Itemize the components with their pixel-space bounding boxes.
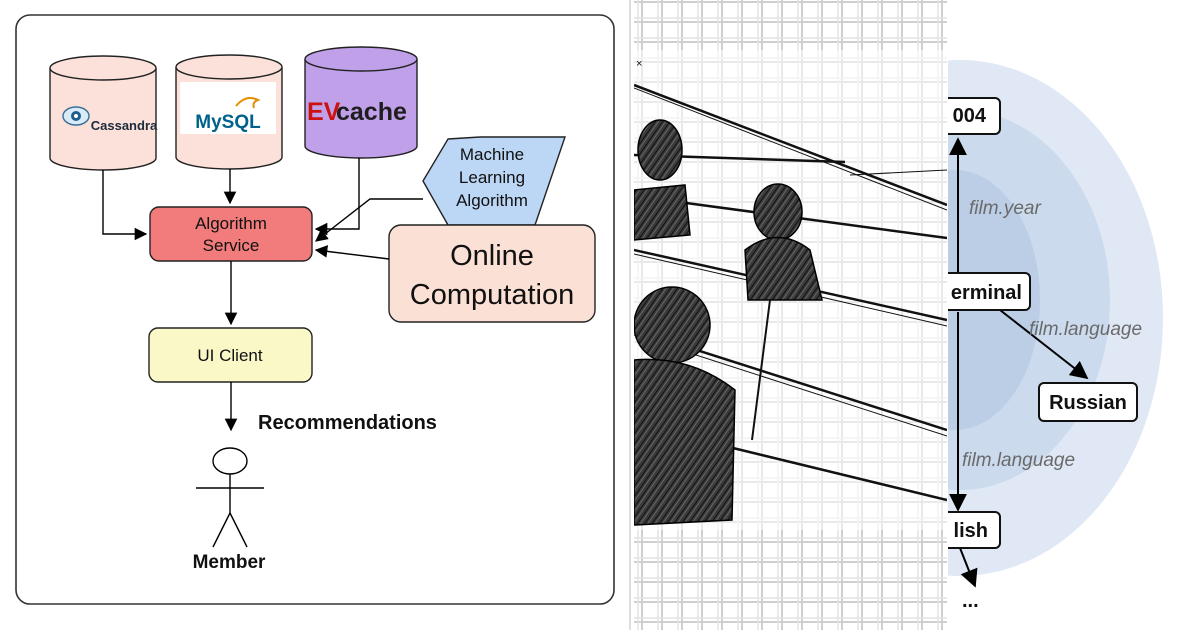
online-computation-box: Online Computation [388, 224, 596, 323]
arrow-online-to-service [314, 245, 390, 260]
algorithm-service-box: Algorithm Service [149, 206, 313, 262]
knowledge-graph-panel: 004 erminal Russian lish ... film.year f… [948, 0, 1200, 630]
edge-language-2-label: film.language [962, 450, 1075, 471]
node-film-label: erminal [951, 282, 1022, 304]
node-more-label: ... [962, 590, 979, 612]
ml-algorithm-hexagon: Machine Learning Algorithm [422, 136, 566, 226]
node-year-label: 004 [953, 105, 987, 127]
evcache-prefix-label: EV [307, 98, 341, 126]
arrow-ml-to-service [315, 198, 423, 242]
evcache-label: cache [336, 98, 407, 126]
sketch-image-panel: × [634, 0, 947, 630]
ml-label-line-2: Learning [459, 168, 525, 187]
member-label: Member [193, 552, 266, 573]
online-computation-line-2: Computation [410, 279, 574, 311]
connector-arrows [102, 158, 423, 432]
edge-language-1-label: film.language [1029, 319, 1142, 340]
cassandra-database: Cassandra [49, 55, 158, 171]
sketch-figure-left [634, 119, 691, 241]
algorithm-service-line-2: Service [203, 236, 260, 255]
member-stick-figure-icon [196, 447, 264, 548]
close-mark-icon: × [636, 58, 642, 70]
online-computation-line-1: Online [450, 240, 534, 272]
node-english: lish [948, 511, 1001, 549]
arrow-cassandra-to-service [102, 170, 148, 241]
architecture-diagram-panel: Cassandra MySQL EV cache Machine Learnin… [15, 14, 615, 605]
evcache-database: EV cache [304, 46, 418, 159]
sketch-figure-back [744, 183, 823, 441]
sketch-figure-front [634, 286, 736, 526]
node-russian-label: Russian [1049, 392, 1127, 414]
mysql-database: MySQL [175, 54, 283, 170]
node-english-label: lish [954, 520, 988, 542]
ui-client-box: UI Client [148, 327, 313, 383]
edge-more [959, 547, 978, 588]
cassandra-eye-icon [62, 106, 90, 126]
node-film: erminal [948, 272, 1031, 311]
mysql-label: MySQL [195, 112, 261, 133]
ml-label-line-1: Machine [460, 145, 524, 164]
node-russian: Russian [1038, 382, 1138, 422]
recommendations-label: Recommendations [258, 412, 437, 434]
algorithm-service-line-1: Algorithm [195, 214, 267, 233]
node-year: 004 [948, 97, 1001, 135]
cassandra-label: Cassandra [91, 118, 158, 133]
mysql-dolphin-icon [235, 97, 261, 109]
edge-year-label: film.year [969, 198, 1041, 219]
edge-film-language-russian [999, 309, 1089, 380]
ui-client-label: UI Client [197, 346, 262, 365]
ml-label-line-3: Algorithm [456, 191, 528, 210]
mysql-logo-bg [180, 82, 276, 134]
